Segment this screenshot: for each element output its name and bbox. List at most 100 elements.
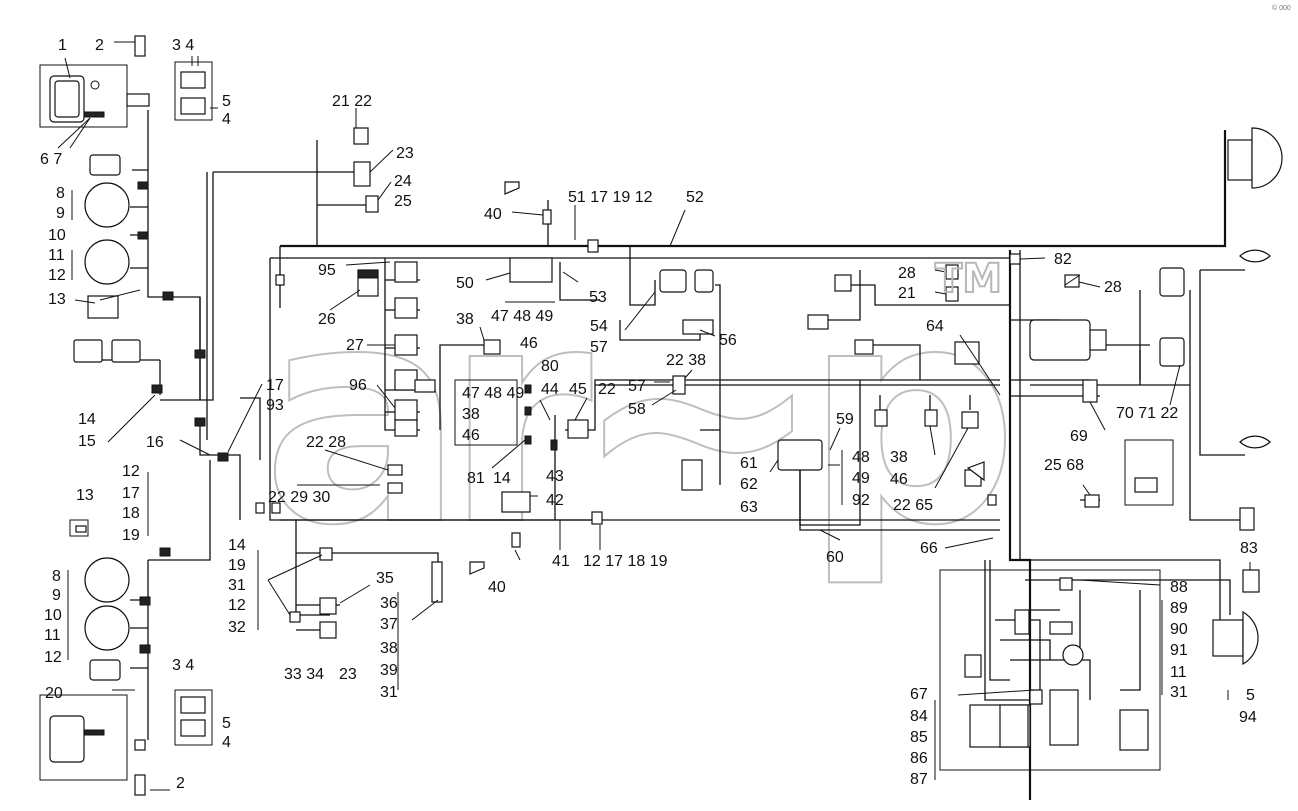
callout: 5 xyxy=(1246,687,1255,704)
callout: 9 xyxy=(56,205,65,222)
callout: 12 xyxy=(48,267,66,284)
callout: 14 xyxy=(228,537,246,554)
callout: 31 xyxy=(1170,684,1188,701)
callout: 81 xyxy=(467,470,485,487)
callout: 96 xyxy=(349,377,367,394)
callout: 33 34 xyxy=(284,666,324,683)
callout: 28 xyxy=(898,265,916,282)
callout: 93 xyxy=(266,397,284,414)
callout: 88 xyxy=(1170,579,1188,596)
corner-mark: © 000 xyxy=(1272,4,1291,12)
callout: 11 xyxy=(44,627,61,644)
callout: 90 xyxy=(1170,621,1188,638)
callout: 57 xyxy=(628,378,646,395)
callout: 53 xyxy=(589,289,607,306)
callout: 24 xyxy=(394,173,412,190)
callout: 43 xyxy=(546,468,564,485)
callout: 22 xyxy=(598,381,616,398)
callout: 9 xyxy=(52,587,61,604)
callout: 22 65 xyxy=(893,497,933,514)
callout: 23 xyxy=(396,145,414,162)
callout: 23 xyxy=(339,666,357,683)
callout: 58 xyxy=(628,401,646,418)
fuse-label-77-78: 38 xyxy=(462,406,480,423)
callout: 25 68 xyxy=(1044,457,1084,474)
callout: 5 xyxy=(222,715,231,732)
callout-labels: 1 2 3 4 5 4 6 7 8 9 10 11 12 13 14 15 16… xyxy=(40,37,1258,792)
callout: 27 xyxy=(346,337,364,354)
trademark-mark: TM xyxy=(935,256,1002,302)
callout: 18 xyxy=(122,505,140,522)
components xyxy=(39,35,1283,796)
callout: 8 xyxy=(52,568,61,585)
leader-lines xyxy=(57,41,1251,791)
callout: 2 xyxy=(95,37,104,54)
fuse-block-labels: 47 48 49 38 46 xyxy=(462,385,524,444)
callout: 4 xyxy=(222,734,231,751)
battery-compartment-frame xyxy=(939,569,1161,771)
callout: 91 xyxy=(1170,642,1188,659)
callout: 12 17 18 19 xyxy=(583,553,668,570)
callout: 63 xyxy=(740,499,758,516)
callout: 70 71 22 xyxy=(1116,405,1178,422)
callout: 86 xyxy=(910,750,928,767)
callout: 66 xyxy=(920,540,938,557)
callout: 2 xyxy=(176,775,185,792)
callout: 21 xyxy=(898,285,916,302)
callout: 45 xyxy=(569,381,587,398)
watermark: ar~p xyxy=(261,241,1026,592)
callout: 14 xyxy=(493,470,511,487)
callout: 31 xyxy=(380,684,398,701)
callout: 13 xyxy=(76,487,94,504)
callout: 5 xyxy=(222,93,231,110)
svg-text:ar~p: ar~p xyxy=(262,242,1005,591)
callout: 59 xyxy=(836,411,854,428)
callout: 47 48 49 xyxy=(491,308,553,325)
callout: 22 38 xyxy=(666,352,706,369)
callout: 89 xyxy=(1170,600,1188,617)
callout: 8 xyxy=(56,185,65,202)
callout: 12 xyxy=(228,597,246,614)
callout: 35 xyxy=(376,570,394,587)
callout: 54 xyxy=(590,318,608,335)
callout: 56 xyxy=(719,332,737,349)
callout: 82 xyxy=(1054,251,1072,268)
callout: 69 xyxy=(1070,428,1088,445)
callout: 95 xyxy=(318,262,336,279)
callout: 84 xyxy=(910,708,928,725)
callout: 17 xyxy=(122,485,140,502)
callout: 38 xyxy=(380,640,398,657)
callout: 40 xyxy=(484,206,502,223)
callout: 22 29 30 xyxy=(268,489,330,506)
callout: 64 xyxy=(926,318,944,335)
callout: 67 xyxy=(910,686,928,703)
callout: 20 xyxy=(45,685,63,702)
callout: 51 17 19 12 xyxy=(568,189,653,206)
callout: 44 xyxy=(541,381,559,398)
callout: 80 xyxy=(541,358,559,375)
callout: 26 xyxy=(318,311,336,328)
callout: 6 7 xyxy=(40,151,62,168)
callout: 12 xyxy=(44,649,62,666)
callout: 87 xyxy=(910,771,928,788)
callout: 94 xyxy=(1239,709,1257,726)
callout: 57 xyxy=(590,339,608,356)
callout: 48 xyxy=(852,449,870,466)
callout: 49 xyxy=(852,470,870,487)
callout: 62 xyxy=(740,476,758,493)
callout: 12 xyxy=(122,463,140,480)
callout: 3 4 xyxy=(172,37,194,54)
callout: 4 xyxy=(222,111,231,128)
callout: 3 4 xyxy=(172,657,194,674)
callout: 60 xyxy=(826,549,844,566)
callout: 1 xyxy=(58,37,67,54)
callout: 46 xyxy=(890,471,908,488)
callout: 22 28 xyxy=(306,434,346,451)
callout: 61 xyxy=(740,455,758,472)
callout: 92 xyxy=(852,492,870,509)
callout: 19 xyxy=(228,557,246,574)
fuse-block xyxy=(454,379,518,446)
callout: 52 xyxy=(686,189,704,206)
callout: 13 xyxy=(48,291,66,308)
fuse-label-39-79: 46 xyxy=(462,427,480,444)
